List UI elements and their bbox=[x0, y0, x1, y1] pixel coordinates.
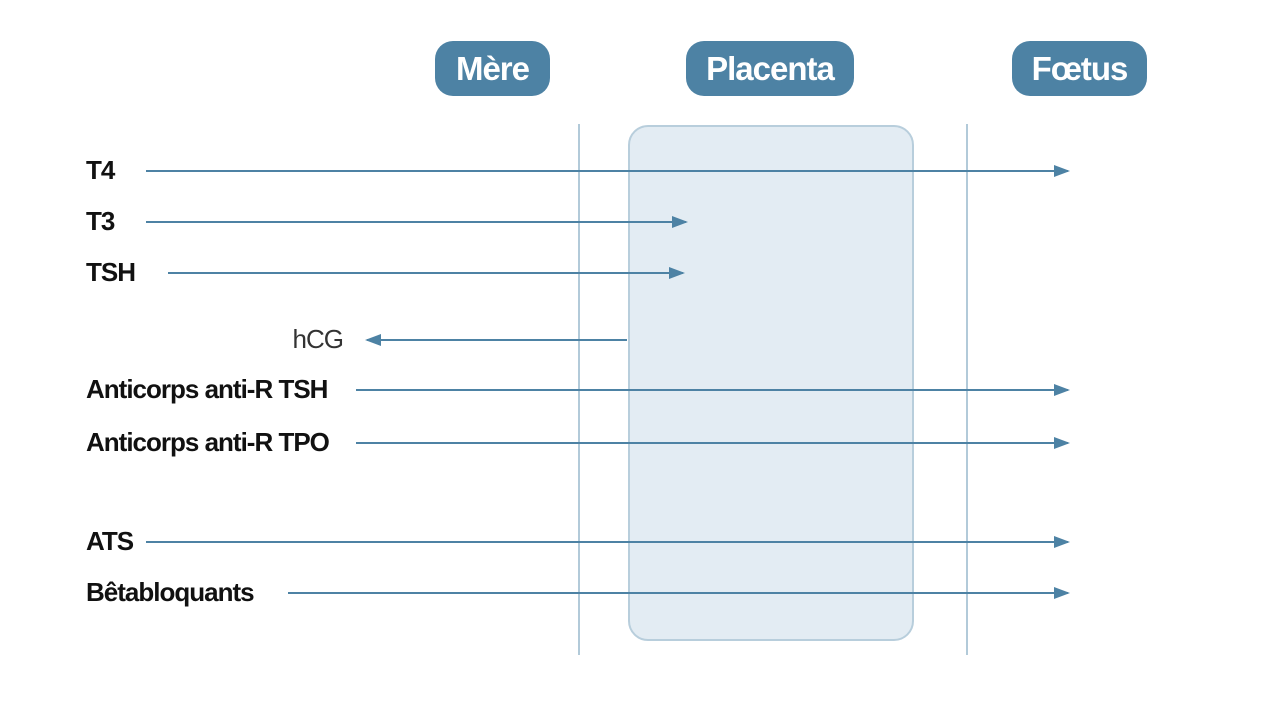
row-label-3: hCG bbox=[292, 324, 344, 354]
row-label-0: T4 bbox=[86, 155, 115, 185]
row-label-4: Anticorps anti-R TSH bbox=[86, 374, 328, 404]
header-mother-label: Mère bbox=[455, 49, 530, 87]
header-fetus: Fœtus bbox=[1012, 41, 1147, 96]
row-label-2: TSH bbox=[86, 257, 136, 287]
header-fetus-label: Fœtus bbox=[1031, 49, 1129, 87]
row-label-5: Anticorps anti-R TPO bbox=[86, 427, 330, 457]
row-label-1: T3 bbox=[86, 206, 115, 236]
row-label-6: ATS bbox=[86, 526, 134, 556]
header-placenta-label: Placenta bbox=[706, 49, 835, 87]
row-label-7: Bêtabloquants bbox=[86, 577, 255, 607]
header-mother: Mère bbox=[435, 41, 550, 96]
placenta-region bbox=[628, 125, 914, 641]
header-placenta: Placenta bbox=[686, 41, 854, 96]
